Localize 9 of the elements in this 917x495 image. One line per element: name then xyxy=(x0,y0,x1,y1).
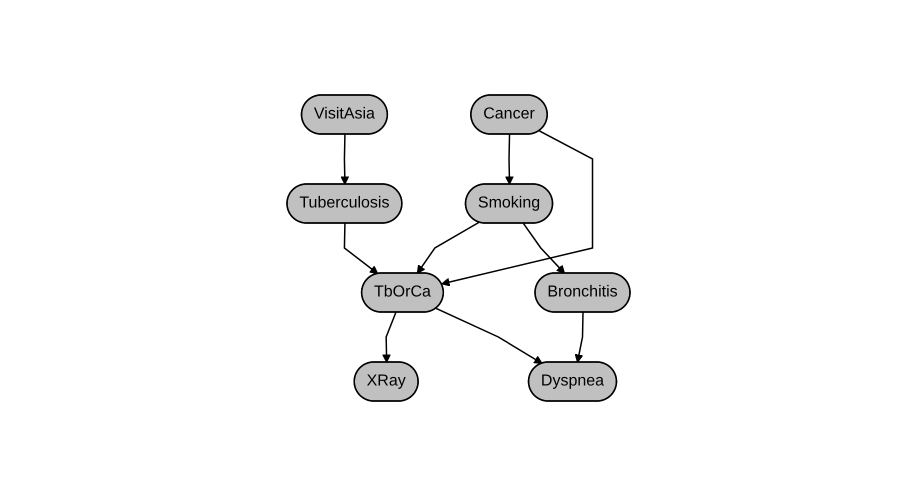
arrow xyxy=(436,307,543,364)
arrow xyxy=(382,312,397,362)
arrow xyxy=(441,130,594,286)
arrow xyxy=(344,222,378,274)
arrow xyxy=(574,312,584,362)
arrow xyxy=(416,221,480,274)
arrow xyxy=(522,222,566,274)
arrow xyxy=(504,134,514,184)
arrow xyxy=(340,134,350,184)
